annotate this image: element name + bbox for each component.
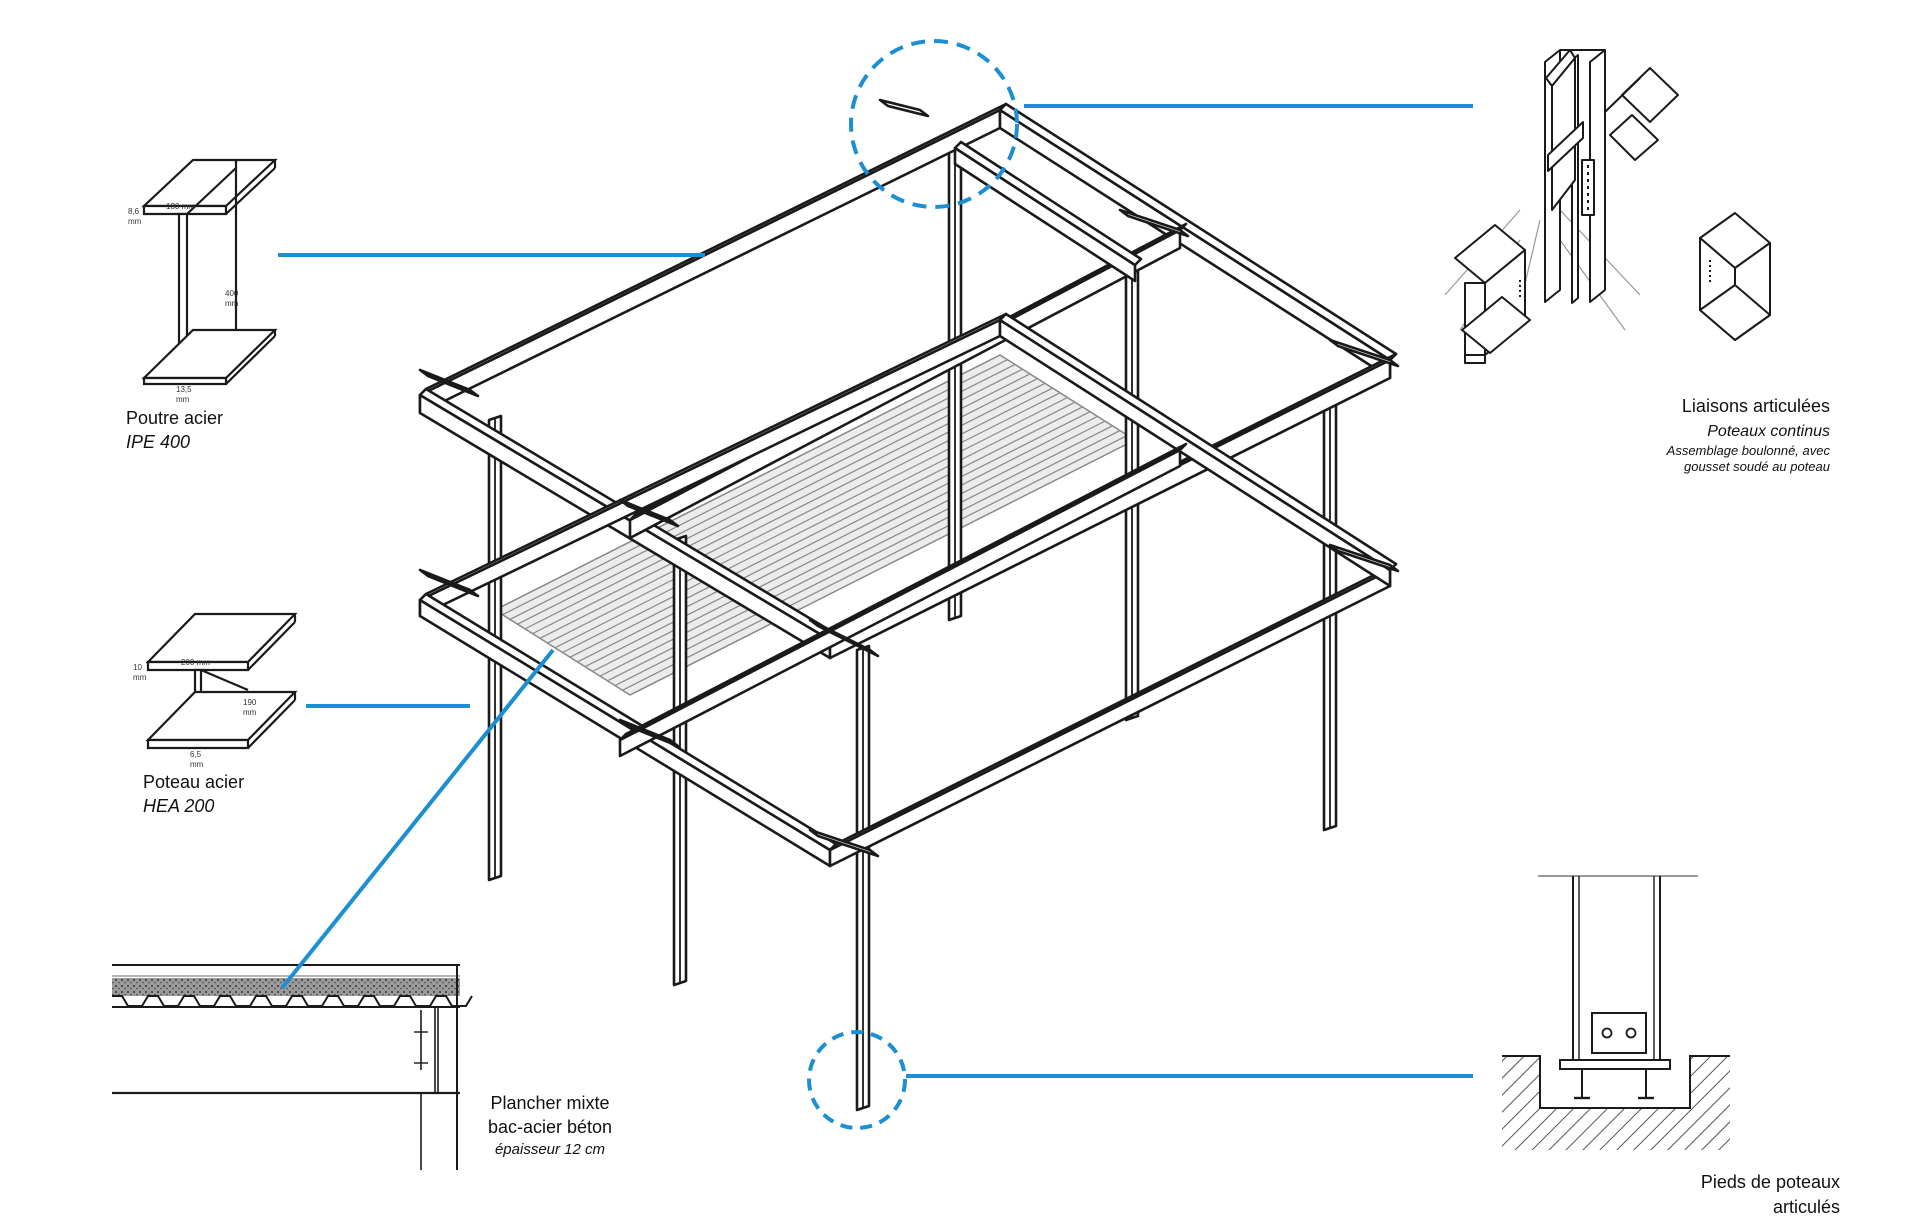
callout-circle-joint [849, 39, 1019, 209]
dim-web-thk: 13,5 [176, 385, 192, 394]
joint-title: Liaisons articulées [1681, 396, 1830, 416]
floor-sub: épaisseur 12 cm [494, 1141, 606, 1159]
base-caption: Pieds de poteaux articulés [1600, 1172, 1840, 1218]
callout-circle-base [807, 1030, 907, 1130]
beam-title: Poutre acier [126, 408, 224, 428]
dim-unit: mm [190, 760, 204, 769]
column-title: Poteau acier [143, 772, 245, 792]
beam-profile: IPE 400 [126, 432, 191, 452]
dim-flange-width: 180 mm [166, 202, 195, 211]
floor-title-2: bac-acier béton [487, 1116, 613, 1137]
base-title-1: Pieds de poteaux [1700, 1172, 1840, 1192]
column-profile: HEA 200 [143, 796, 215, 816]
base-title-2: articulés [1772, 1196, 1840, 1217]
column-base-detail [1502, 875, 1730, 1150]
dim-flange-width: 200 mm [181, 658, 210, 667]
joint-desc-2: gousset soudé au poteau [1683, 459, 1830, 475]
dim-unit: mm [225, 299, 239, 308]
dim-flange-thk: 10 [133, 663, 142, 672]
dim-flange-thk: 8,6 [128, 207, 140, 216]
dim-height: 190 [243, 698, 257, 707]
joint-sub: Poteaux continus [1707, 422, 1830, 440]
dim-unit: mm [176, 395, 190, 404]
hea200-dimensions: 200 mm 10 mm 190 mm 6,5 mm [133, 658, 257, 769]
floor-caption: Plancher mixte bac-acier béton épaisseur… [465, 1093, 635, 1159]
dim-web-thk: 6,5 [190, 750, 202, 759]
floor-title-1: Plancher mixte [490, 1093, 610, 1113]
joint-caption: Liaisons articulées Poteaux continus Ass… [1560, 396, 1830, 475]
leader-floor [280, 648, 555, 990]
composite-floor-section [112, 964, 473, 1170]
leader-lines [278, 39, 1473, 1130]
joint-desc-1: Assemblage boulonné, avec [1666, 442, 1830, 458]
dim-unit: mm [243, 708, 257, 717]
dim-height: 400 [225, 289, 239, 298]
hea200-section-detail [145, 612, 298, 750]
ipe400-dimensions: 180 mm 8,6 mm 400 mm 13,5 mm [128, 202, 239, 404]
pinned-joint-detail [1444, 49, 1771, 364]
ipe400-section-detail [141, 158, 278, 386]
steel-frame-isometric [418, 98, 1400, 1112]
dim-unit: mm [128, 217, 142, 226]
dim-unit: mm [133, 673, 147, 682]
